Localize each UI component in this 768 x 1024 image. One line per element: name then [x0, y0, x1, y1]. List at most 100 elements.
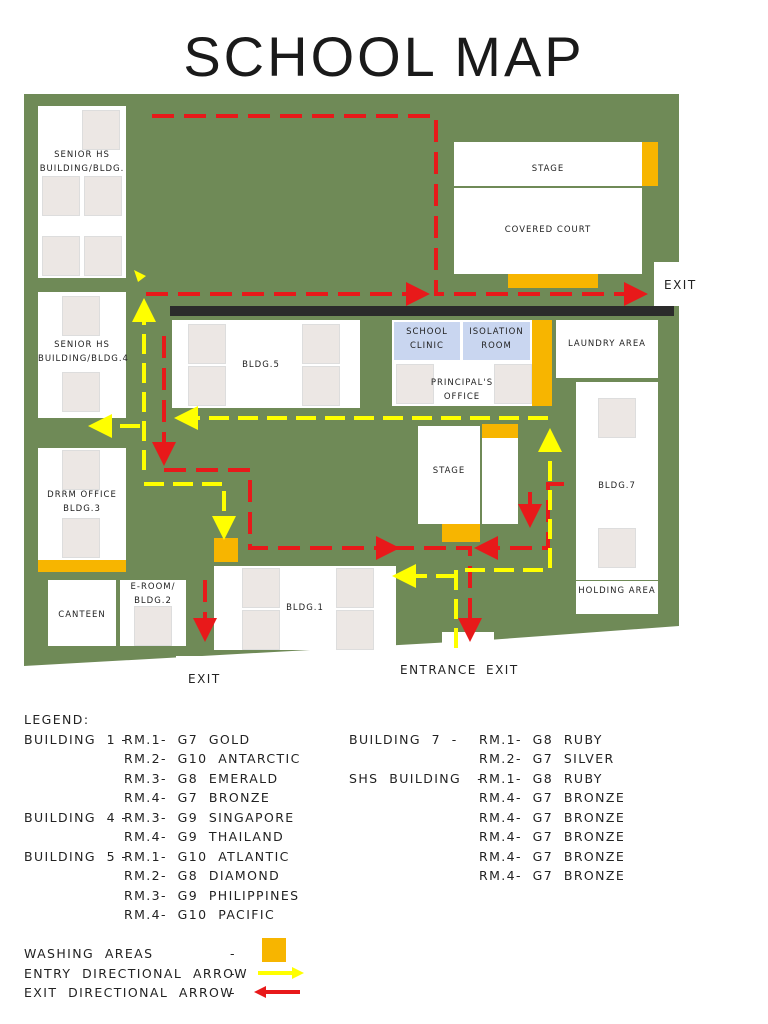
building-canteen-label: CANTEEN [58, 610, 106, 620]
legend-room: RM.4- G10 PACIFIC [124, 907, 276, 922]
stage-mid-annex [482, 436, 518, 524]
exit-arrow [164, 468, 400, 560]
staff-photo [62, 518, 100, 558]
legend-building: BUILDING 5 - [24, 848, 128, 864]
exit-arrow [152, 114, 648, 306]
staff-photo [62, 296, 100, 336]
staff-photo [302, 324, 340, 364]
legend-room: RM.4- G7 BRONZE [479, 868, 626, 883]
staff-photo [188, 324, 226, 364]
staff-photo [84, 176, 122, 216]
laundry-area-label: LAUNDRY AREA [567, 339, 647, 349]
building-drrm-label: DRRM OFFICE BLDG.3 [47, 490, 117, 514]
staff-photo [494, 364, 532, 404]
stage-top[interactable] [454, 142, 642, 186]
washing-area [642, 142, 658, 186]
school-map: SENIOR HS BUILDING/BLDG. SENIOR HS BUILD… [24, 94, 697, 686]
staff-photo [62, 450, 100, 490]
staff-photo [336, 568, 374, 608]
staff-photo [396, 364, 434, 404]
legend-key-label: WASHING AREAS [24, 946, 154, 961]
legend-building: BUILDING 7 - [349, 731, 458, 747]
washing-area [442, 524, 480, 542]
staff-photo [62, 372, 100, 412]
staff-photo [242, 610, 280, 650]
legend-key-label: ENTRY DIRECTIONAL ARROW [24, 965, 249, 981]
holding-area-label: HOLDING AREA [578, 586, 656, 596]
building-5-label: BLDG.5 [242, 360, 280, 370]
washing-area [532, 320, 552, 406]
principal-office-label: PRINCIPAL'S OFFICE [430, 378, 494, 402]
legend-room: RM.3- G9 PHILIPPINES [124, 887, 300, 903]
legend-heading: LEGEND: [24, 712, 90, 727]
legend-building: BUILDING 1 - [24, 731, 128, 747]
gate-top-right [654, 262, 684, 306]
staff-photo [188, 366, 226, 406]
legend-room: RM.4- G7 BRONZE [479, 790, 626, 805]
legend-building: BUILDING 4 - [24, 809, 128, 825]
legend-room: RM.2- G10 ANTARCTIC [124, 751, 301, 766]
exit-arrow [392, 546, 482, 642]
exit-label-bottom-mid: EXIT [486, 663, 519, 677]
exit-arrow [474, 482, 564, 560]
washing-area [214, 538, 238, 562]
stage-mid[interactable] [418, 426, 480, 524]
entry-arrow [454, 428, 562, 648]
legend-key-dash: - [230, 946, 236, 961]
legend-room: RM.1- G10 ATLANTIC [124, 848, 290, 864]
red-arrow-left-icon [254, 986, 300, 998]
divider [576, 580, 658, 581]
building-canteen[interactable] [48, 580, 116, 646]
staff-photo [42, 236, 80, 276]
building-7-label: BLDG.7 [598, 481, 636, 491]
isolation-room-label: ISOLATION ROOM [469, 327, 524, 351]
map-title: SCHOOL MAP [183, 25, 585, 88]
staff-photo [336, 610, 374, 650]
entry-arrow-head [134, 270, 146, 282]
entrance-label: ENTRANCE [400, 663, 477, 677]
building-shs-top-label: SENIOR HS BUILDING/BLDG. [39, 150, 125, 174]
staff-photo [598, 528, 636, 568]
legend-room: RM.4- G7 BRONZE [124, 790, 271, 805]
entry-arrow [144, 482, 236, 540]
staff-photo [598, 398, 636, 438]
staff-photo [42, 176, 80, 216]
direction-arrows [88, 114, 648, 648]
building-1-label: BLDG.1 [286, 603, 324, 613]
building-shs-4-label: SENIOR HS BUILDING/BLDG.4 [38, 340, 129, 364]
legend-key-dash: - [230, 985, 236, 1000]
legend-room: RM.3- G9 SINGAPORE [124, 809, 295, 825]
road-strip [170, 306, 674, 316]
legend-room: RM.4- G7 BRONZE [479, 848, 626, 864]
covered-court[interactable] [454, 188, 642, 274]
school-clinic[interactable] [394, 322, 460, 360]
school-clinic-label: SCHOOL CLINIC [406, 327, 448, 351]
building-eroom-label: E-ROOM/ BLDG.2 [130, 582, 176, 606]
legend-room: RM.2- G8 DIAMOND [124, 868, 281, 883]
legend-key-dash: - [230, 965, 236, 981]
gate-bottom-left [176, 656, 228, 670]
washing-area [508, 274, 598, 288]
washing-area [38, 560, 126, 572]
isolation-room[interactable] [463, 322, 530, 360]
washing-area [482, 424, 518, 438]
staff-photo [84, 236, 122, 276]
legend-room: RM.1- G7 GOLD [124, 731, 251, 747]
staff-photo [134, 606, 172, 646]
legend-room: RM.4- G7 BRONZE [479, 829, 626, 844]
legend: LEGEND: BUILDING 1 - RM.1- G7 GOLD RM.2-… [24, 712, 744, 1012]
covered-court-label: COVERED COURT [504, 225, 592, 235]
legend-building: SHS BUILDING - [349, 770, 484, 786]
legend-room: RM.3- G8 EMERALD [124, 770, 279, 786]
legend-room: RM.1- G8 RUBY [479, 731, 603, 747]
staff-photo [82, 110, 120, 150]
staff-photo [302, 366, 340, 406]
stage-top-label: STAGE [531, 164, 565, 174]
legend-room: RM.4- G7 BRONZE [479, 809, 626, 825]
legend-room: RM.4- G9 THAILAND [124, 829, 285, 844]
exit-label-top-right: EXIT [664, 278, 697, 292]
legend-key-label: EXIT DIRECTIONAL ARROW [24, 985, 235, 1000]
yellow-arrow-right-icon [258, 967, 304, 979]
laundry-area[interactable] [556, 320, 658, 378]
staff-photo [242, 568, 280, 608]
